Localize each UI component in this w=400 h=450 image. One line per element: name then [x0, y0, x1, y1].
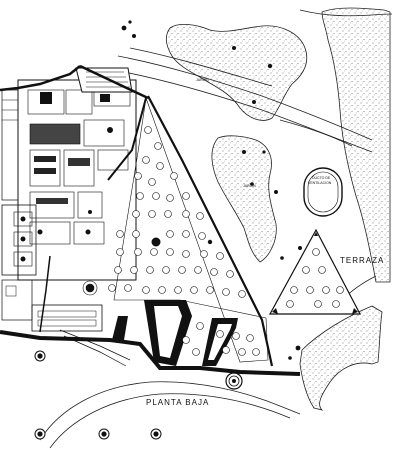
garden-bottom-right [299, 305, 383, 411]
terrace-label: TERRAZA [340, 256, 385, 265]
walkway-lines [39, 9, 393, 449]
building [0, 64, 301, 376]
garden-label-top: JARDIN [196, 78, 209, 82]
duct-label-line1: DUCTO DE [312, 176, 331, 180]
terrace [268, 228, 361, 315]
garden-areas [166, 7, 391, 411]
duct-label-line2: VENTILACION [308, 181, 332, 185]
dining-tables [82, 126, 344, 356]
garden-middle [211, 135, 277, 263]
garden-label-middle: JARDIN [243, 184, 256, 188]
dining-hall [113, 97, 269, 363]
garden-right [321, 7, 391, 283]
garden-top [166, 24, 308, 121]
ground-floor-label: PLANTA BAJA [146, 398, 210, 407]
trees [34, 20, 302, 440]
ventilation-duct [303, 167, 343, 217]
kitchen-block [17, 79, 137, 281]
